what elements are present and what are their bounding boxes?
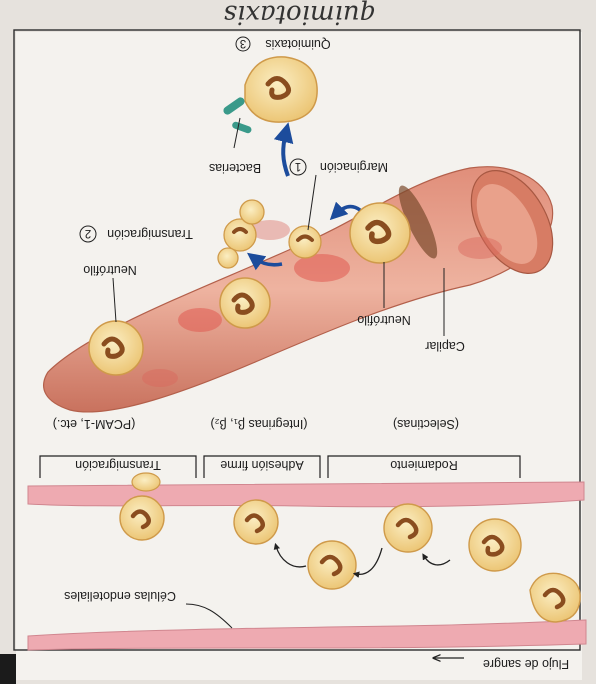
stage-transmigration: Transmigración (75, 458, 161, 472)
neutrophil-vessel-left (89, 321, 143, 375)
stage-labels: Transmigración Adhesión firme Rodamiento (75, 458, 458, 472)
neutrophil-rolling-3 (384, 504, 432, 552)
receptor-selectins: (Selectinas) (393, 417, 459, 431)
label-neutrophil-left: Neutrófilo (83, 263, 137, 277)
neutrophil-vessel-middle (220, 278, 270, 328)
neutrophil-rolling-2 (469, 519, 521, 571)
neutrophil-vessel-right (350, 203, 410, 263)
step2-number: 2 (85, 227, 91, 239)
photo-corner-shadow (0, 654, 16, 684)
endothelial-label: Células endoteliales (64, 589, 176, 603)
bacteria-label: Bacterias (209, 161, 261, 175)
neutrophil-chemotaxis (245, 57, 317, 122)
neutrophil-left-label: Neutrófilo (83, 263, 137, 277)
neutrophil-right-label: Neutrófilo (357, 313, 411, 327)
neutrophil-adhesion-2 (234, 500, 278, 544)
receptor-labels: (PCAM-1, etc.) (Integrinas β₁, β₂) (Sele… (53, 417, 459, 431)
blood-flow-label: Flujo de sangre (483, 657, 569, 671)
neutrophil-marginating (289, 226, 321, 258)
handwritten-title: quimiotaxis (224, 0, 377, 29)
endothelium-top (28, 482, 584, 507)
receptor-pecam: (PCAM-1, etc.) (53, 417, 136, 431)
label-capillary: Capilar (425, 339, 465, 353)
step3-label: Quimiotaxis (265, 37, 330, 51)
step2-label: Transmigración (107, 227, 193, 241)
neutrophil-adhesion-1 (308, 541, 356, 589)
label-blood-flow: Flujo de sangre (483, 657, 569, 671)
stage-firm-adhesion: Adhesión firme (220, 458, 303, 472)
step1-number: 1 (295, 160, 301, 172)
stage-rolling: Rodamiento (390, 458, 457, 472)
step1-label: Marginación (320, 160, 388, 174)
label-bacteria: Bacterias (209, 161, 261, 175)
capillary-label: Capilar (425, 339, 465, 353)
receptor-integrins: (Integrinas β₁, β₂) (210, 417, 307, 431)
label-endothelial: Células endoteliales (64, 589, 176, 603)
step3-number: 3 (240, 37, 246, 49)
label-neutrophil-right: Neutrófilo (357, 313, 411, 327)
